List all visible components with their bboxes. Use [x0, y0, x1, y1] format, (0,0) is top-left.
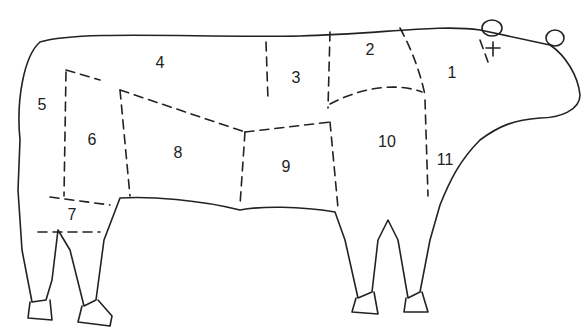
callout-number: 3: [292, 70, 301, 86]
callout-number: 2: [366, 42, 375, 58]
ear: [482, 20, 502, 36]
cut-line: [330, 122, 338, 208]
callout-number: 7: [68, 207, 77, 223]
cut-line: [330, 87, 422, 104]
cut-line: [266, 42, 268, 100]
cut-line: [480, 40, 488, 62]
callout-number: 1: [448, 65, 457, 81]
cut-line: [50, 197, 110, 205]
callout-number: 5: [38, 97, 47, 113]
callout-number: 8: [174, 145, 183, 161]
cut-line: [38, 231, 100, 233]
hoof: [404, 292, 428, 312]
callout-number: 11: [437, 152, 454, 168]
cut-line: [400, 28, 425, 95]
cut-line: [245, 122, 330, 132]
cut-line: [64, 72, 66, 196]
cut-line: [328, 32, 330, 108]
cut-line: [66, 70, 100, 80]
cut-line: [120, 90, 130, 196]
hoof: [28, 300, 52, 320]
cow-outline: [18, 28, 580, 306]
callout-number: 6: [88, 132, 97, 148]
callout-number: 4: [156, 55, 165, 71]
ear: [546, 30, 564, 46]
cut-line: [425, 100, 428, 196]
hoof: [78, 300, 112, 326]
cut-line: [240, 132, 245, 205]
cut-line: [120, 90, 245, 132]
hoof: [352, 292, 378, 314]
callout-number: 10: [378, 134, 396, 150]
eye-line: [486, 42, 500, 56]
callout-number: 9: [282, 159, 291, 175]
